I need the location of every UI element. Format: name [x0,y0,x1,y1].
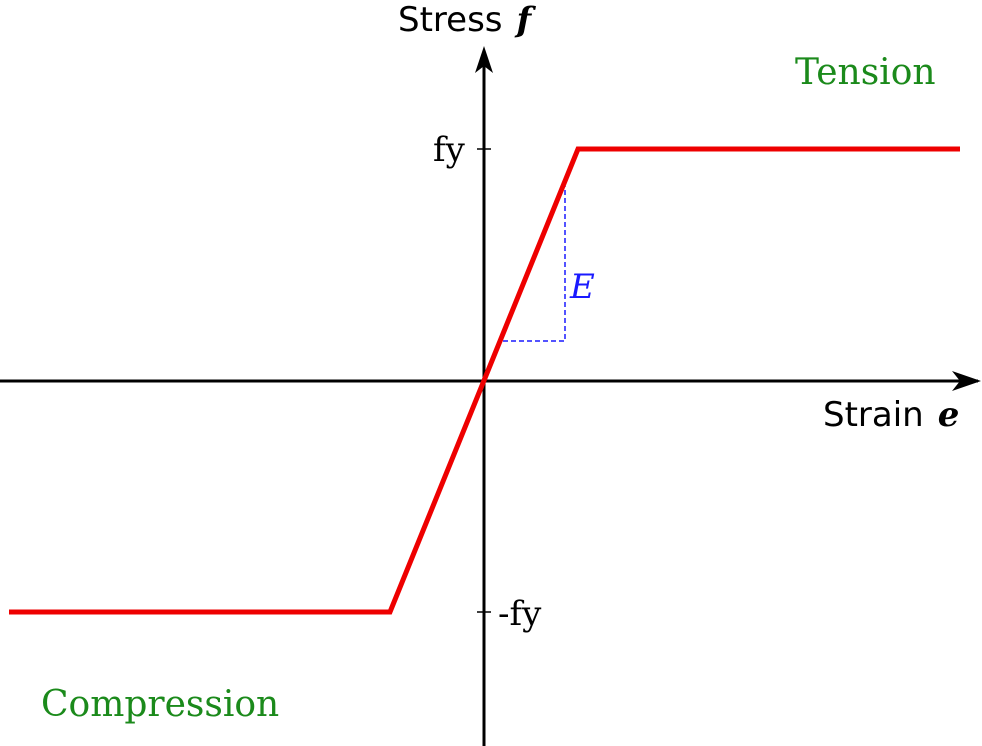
modulus-label: E [569,267,595,307]
tick-label-fy: fy [433,130,466,170]
tick-label-neg-fy: -fy [498,594,542,634]
y-axis-title: Stress [398,0,503,40]
y-axis-label: Stress f [398,0,537,40]
y-axis-arrowhead [475,46,493,73]
x-axis-title: Strain [823,395,924,435]
y-axis-symbol: f [515,0,537,40]
x-axis-arrowhead [952,371,981,391]
region-label-compression: Compression [41,684,279,725]
modulus-slope-triangle [503,186,566,342]
region-label-tension: Tension [795,52,936,93]
x-axis-label: Strain e [823,395,959,435]
x-axis-symbol: e [938,395,960,435]
stress-strain-curve [9,146,960,615]
